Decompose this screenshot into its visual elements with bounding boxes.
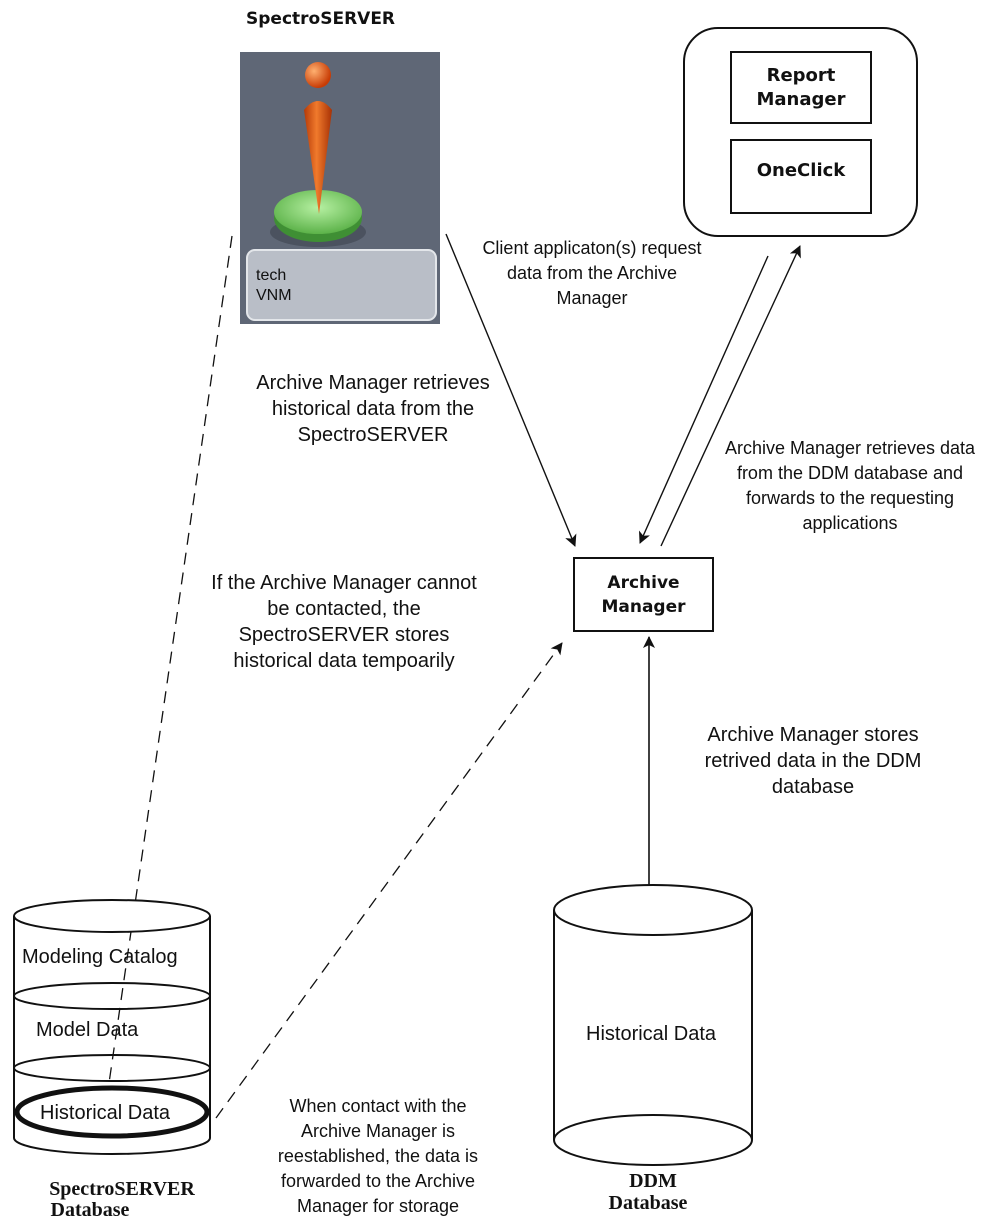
dashed-server-to-ssdb [107, 235, 233, 1091]
arrow-archive-to-clients [660, 245, 801, 547]
ddm-caption-line1: DDM [629, 1170, 677, 1192]
spectroserver-icon [240, 52, 440, 324]
oneclick-label: OneClick [756, 160, 846, 181]
historical-data-highlight [14, 1085, 210, 1139]
annotation-cannot-contact: If the Archive Manager cannot be contact… [211, 572, 477, 672]
server-panel-line1: tech [256, 267, 287, 284]
ssdb-layer-historical-data: Historical Data [40, 1102, 171, 1124]
archive-manager-label: Archive Manager [601, 572, 686, 617]
ddm-caption-line2: Database [608, 1192, 688, 1214]
ssdb-caption-line2: Database [50, 1199, 130, 1221]
ddm-db-content: Historical Data [586, 1023, 717, 1045]
arrow-clients-to-archive [639, 255, 769, 544]
dashed-ssdb-to-archive [215, 642, 563, 1119]
server-panel-line2: VNM [256, 287, 292, 304]
report-manager-label: Report Manager [756, 64, 846, 110]
oneclick-box: OneClick [730, 139, 872, 214]
annotation-reestablished: When contact with the Archive Manager is… [277, 1096, 479, 1216]
spectroserver-database-cylinder [13, 899, 211, 1155]
ssdb-layer-modeling-catalog: Modeling Catalog [22, 946, 178, 968]
arrow-server-to-archive [445, 233, 577, 547]
annotation-client-request: Client applicaton(s) request data from t… [482, 238, 702, 308]
annotation-am-forwards: Archive Manager retrieves data from the … [724, 438, 976, 533]
ddm-database-cylinder [553, 884, 753, 1166]
annotation-am-stores: Archive Manager stores retrived data in … [704, 724, 922, 798]
annotation-am-retrieves: Archive Manager retrieves historical dat… [256, 372, 490, 446]
spectroserver-title: SpectroSERVER [246, 9, 396, 29]
archive-manager-box: Archive Manager [573, 557, 714, 632]
ssdb-caption-line1: SpectroSERVER [49, 1178, 195, 1200]
ssdb-layer-model-data: Model Data [36, 1019, 139, 1041]
report-manager-box: Report Manager [730, 51, 872, 124]
